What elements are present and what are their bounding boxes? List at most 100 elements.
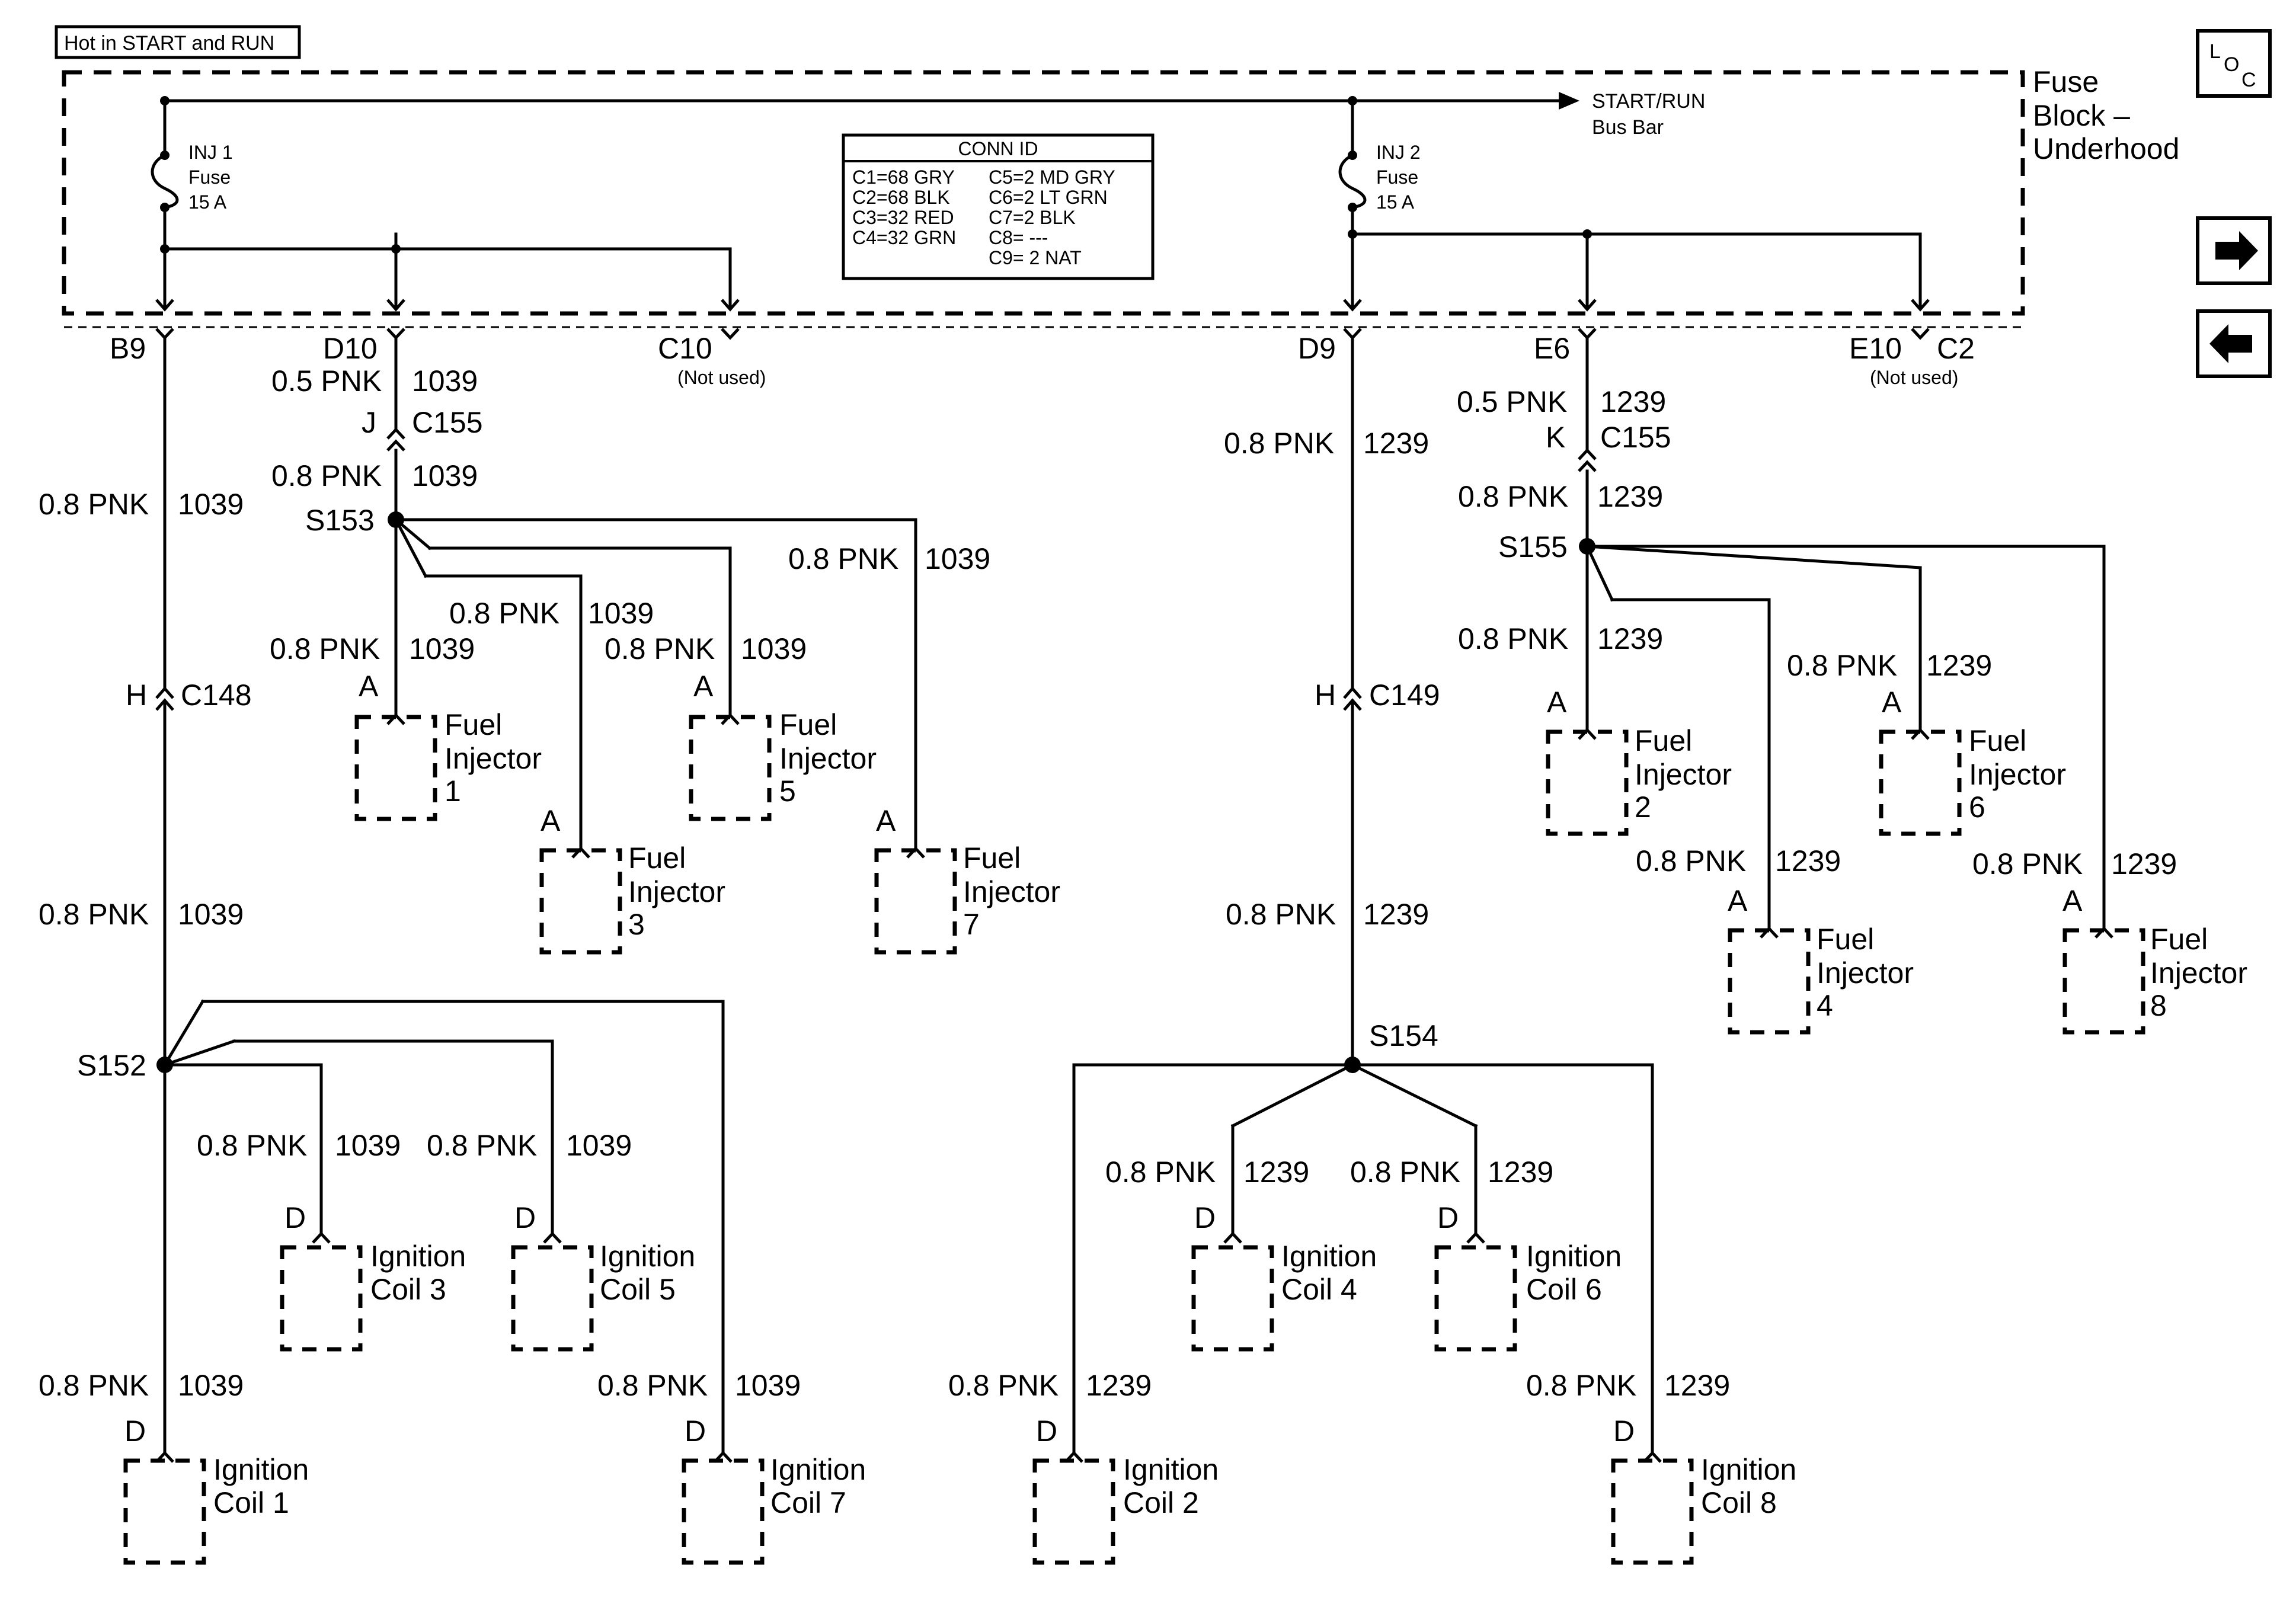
- terminal-c10: C10: [658, 332, 712, 365]
- wire-d10-color: 0.5 PNK: [271, 364, 382, 398]
- wire-b9-color: 0.8 PNK: [39, 488, 149, 521]
- terminal-c10-note: (Not used): [677, 367, 766, 388]
- inj8-number: 8: [2150, 989, 2167, 1022]
- conn-id-right-1: C5=2 MD GRY: [989, 167, 1115, 188]
- inj2-fuse-circuit: INJ 2 Fuse 15 A: [1338, 99, 1930, 312]
- inj4-word2: Injector: [1817, 956, 1914, 990]
- wire-coil7-color: 0.8 PNK: [597, 1369, 708, 1402]
- inj1-word2: Injector: [445, 742, 542, 775]
- inj7-word1: Fuel: [963, 841, 1021, 875]
- terminal-c2: C2: [1937, 332, 1975, 365]
- inj2-pin: A: [1547, 686, 1567, 719]
- terminal-d9: D9: [1298, 332, 1336, 365]
- coil1-word: Ignition: [213, 1453, 309, 1486]
- wire-inj8-color: 0.8 PNK: [1972, 847, 2083, 881]
- inj1-fuse-label-1: INJ 1: [188, 142, 233, 163]
- inj5-number: 5: [779, 774, 796, 808]
- next-page-button[interactable]: [2196, 216, 2272, 285]
- splice-s153: S153: [305, 504, 375, 537]
- terminal-e6: E6: [1534, 332, 1570, 365]
- wire-coil4-color: 0.8 PNK: [1105, 1156, 1216, 1189]
- wire-coil8-circuit: 1239: [1664, 1369, 1730, 1402]
- inj2-fuse-icon: [1338, 153, 1367, 209]
- loc-button[interactable]: L O C: [2196, 29, 2272, 98]
- wire-coil7-circuit: 1039: [735, 1369, 801, 1402]
- inj5-word2: Injector: [779, 742, 877, 775]
- fuse-block-title-3: Underhood: [2033, 132, 2179, 165]
- wire-coil3-color: 0.8 PNK: [197, 1129, 307, 1162]
- wire-coil1-color: 0.8 PNK: [39, 1369, 149, 1402]
- wire-d9b-color: 0.8 PNK: [1226, 898, 1336, 931]
- wire-coil5-circuit: 1039: [566, 1129, 632, 1162]
- coil7-name: Coil 7: [770, 1486, 846, 1519]
- coil3-pin: D: [284, 1201, 306, 1234]
- wire-b9-circuit: 1039: [178, 488, 244, 521]
- inj6-pin: A: [1882, 686, 1902, 719]
- inj1-pin: A: [359, 670, 379, 703]
- fuel-injector-4: A Fuel Injector 4: [1728, 884, 1914, 1035]
- inj6-word2: Injector: [1969, 758, 2066, 791]
- fuel-injector-7: A Fuel Injector 7: [874, 804, 1060, 955]
- coil2-word: Ignition: [1123, 1453, 1219, 1486]
- terminal-marks: [155, 328, 1930, 340]
- wire-d9-circuit: 1239: [1363, 427, 1429, 460]
- c148-pin: H: [126, 678, 147, 712]
- loc-l: L: [2209, 40, 2221, 63]
- ignition-coil-8: D Ignition Coil 8: [1611, 1414, 1796, 1565]
- inj6-number: 6: [1969, 790, 1985, 824]
- inj2-fuse-label-3: 15 A: [1376, 191, 1415, 213]
- wire-inj1-circuit: 1039: [409, 632, 475, 665]
- coil3-name: Coil 3: [370, 1273, 446, 1306]
- inj2-number: 2: [1635, 790, 1651, 824]
- terminal-e10: E10: [1849, 332, 1902, 365]
- fuel-injector-3: A Fuel Injector 3: [539, 804, 725, 955]
- inj4-pin: A: [1728, 884, 1748, 917]
- inj2-fuse-label-2: Fuse: [1376, 167, 1418, 188]
- fuel-injector-6: A Fuel Injector 6: [1879, 686, 2066, 836]
- inj2-word1: Fuel: [1635, 724, 1692, 757]
- inj4-number: 4: [1817, 989, 1833, 1022]
- wire-coil3-circuit: 1039: [335, 1129, 401, 1162]
- c155-left: C155: [412, 406, 483, 439]
- terminal-d10: D10: [323, 332, 378, 365]
- fuel-injector-8: A Fuel Injector 8: [2062, 884, 2247, 1035]
- wire-e6-color: 0.5 PNK: [1457, 385, 1567, 418]
- coil7-pin: D: [685, 1414, 706, 1448]
- fuel-injector-5: A Fuel Injector 5: [689, 670, 877, 821]
- wire-coil5-color: 0.8 PNK: [427, 1129, 537, 1162]
- wire-inj2-circuit: 1239: [1597, 622, 1663, 655]
- coil8-name: Coil 8: [1701, 1486, 1777, 1519]
- conn-id-right-2: C6=2 LT GRN: [989, 187, 1108, 208]
- wire-inj2-color: 0.8 PNK: [1458, 622, 1568, 655]
- coil5-pin: D: [514, 1201, 536, 1234]
- splice-s154: S154: [1369, 1019, 1438, 1052]
- hot-label-box: Hot in START and RUN: [55, 25, 301, 59]
- wire-inj7-color: 0.8 PNK: [788, 542, 898, 575]
- inj8-word2: Injector: [2150, 956, 2247, 990]
- inj6-word1: Fuel: [1969, 724, 2026, 757]
- wire-inj5-circuit: 1039: [741, 632, 807, 665]
- coil6-name: Coil 6: [1526, 1273, 1602, 1306]
- inj2-fuse-label-1: INJ 2: [1376, 142, 1421, 163]
- busbar: START/RUN Bus Bar: [160, 90, 1705, 139]
- terminal-labels: B9 D10 C10 (Not used) D9 E6 E10 C2 (Not …: [110, 332, 1975, 388]
- c155-pin-j: J: [362, 406, 376, 439]
- prev-page-button[interactable]: [2196, 309, 2272, 378]
- wire-d10-circuit: 1039: [412, 364, 478, 398]
- ignition-coil-6: D Ignition Coil 6: [1434, 1201, 1622, 1352]
- inj1-fuse-label-2: Fuse: [188, 167, 231, 188]
- wire-inj6-circuit: 1239: [1926, 649, 1992, 682]
- fuel-injector-2: A Fuel Injector 2: [1546, 686, 1732, 836]
- wire-coil2-color: 0.8 PNK: [948, 1369, 1059, 1402]
- coil8-pin: D: [1613, 1414, 1635, 1448]
- wire-coil2-circuit: 1239: [1086, 1369, 1152, 1402]
- circuit-1239: H C149 0.8 PNK 1239 0.8 PNK 1239 S154 0.…: [948, 336, 2177, 1454]
- inj4-word1: Fuel: [1817, 923, 1874, 956]
- inj7-number: 7: [963, 908, 980, 941]
- wire-d9-color: 0.8 PNK: [1224, 427, 1334, 460]
- wire-b9b-circuit: 1039: [178, 898, 244, 931]
- splice-s152: S152: [77, 1049, 146, 1082]
- splice-s155: S155: [1498, 530, 1568, 564]
- arrow-right-icon: [2215, 231, 2258, 270]
